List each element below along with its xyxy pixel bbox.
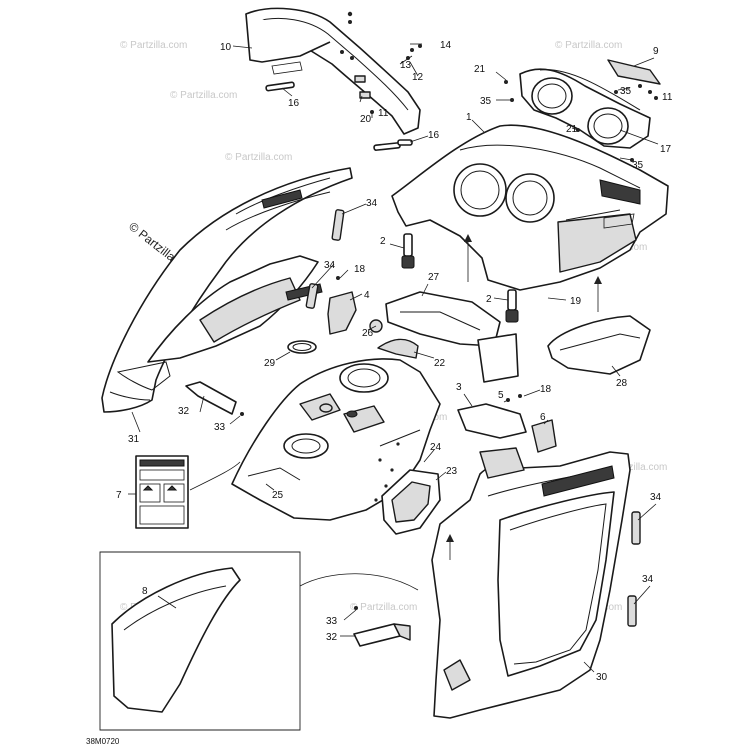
part-34-strip — [331, 209, 345, 241]
part-34-strip — [305, 283, 319, 309]
watermark: © Partzilla.com — [225, 152, 292, 163]
part-34-strip — [631, 511, 641, 545]
callout-20: 20 — [360, 114, 372, 125]
part-34-strip — [627, 595, 637, 627]
fastener-18 — [518, 394, 522, 398]
callout-8: 7 — [116, 490, 122, 501]
callout-3: 3 — [456, 382, 462, 393]
callout-labels: 10 16 11 20 12 13 14 16 9 11 21 35 35 21… — [116, 40, 673, 683]
callout-32: 32 — [326, 632, 338, 643]
callout-14: 13 — [400, 60, 412, 71]
callout-34: 34 — [324, 260, 336, 271]
callout-17: 17 — [660, 144, 672, 155]
callout-33: 33 — [214, 422, 226, 433]
callout-22: 22 — [434, 358, 446, 369]
callout-2: 2 — [380, 236, 386, 247]
callout-35: 35 — [632, 160, 644, 171]
callout-23: 23 — [446, 466, 458, 477]
part-27-box — [385, 291, 519, 383]
part-4-bracket — [327, 291, 357, 335]
callout-27: 27 — [428, 272, 440, 283]
callout-30: 30 — [596, 672, 608, 683]
part-10-pad — [111, 567, 241, 713]
part-22-cover — [377, 338, 419, 359]
watermark: © Partzilla.com — [350, 602, 417, 613]
arrow — [594, 276, 602, 312]
part-25-console-body — [231, 358, 441, 521]
part-23-storage-frame — [381, 469, 441, 535]
part-6-bracket — [531, 419, 557, 453]
callout-15: 14 — [440, 40, 452, 51]
part-11-upper-panel — [245, 7, 421, 135]
connector-line — [299, 573, 419, 591]
callout-4: 4 — [364, 290, 370, 301]
callout-6: 6 — [540, 412, 546, 423]
watermark: © Partzilla.com — [555, 40, 622, 51]
part-2-clip — [401, 233, 415, 269]
fastener-21 — [504, 80, 508, 84]
fastener-35 — [614, 90, 618, 94]
watermark: © Partzilla.com — [120, 40, 187, 51]
callout-18: 18 — [540, 384, 552, 395]
diagram-code: 38M0720 — [86, 737, 120, 746]
part-31-left-side-panel — [101, 167, 353, 413]
part-30-right-side-panel — [431, 447, 631, 719]
callout-19: 19 — [570, 296, 582, 307]
part-3-bracket — [457, 403, 527, 439]
watermark: © Partzilla.com — [600, 462, 667, 473]
part-1-upper-console — [391, 124, 669, 291]
part-2-clip — [505, 289, 519, 323]
callout-33: 33 — [326, 616, 338, 627]
callout-21: 21 — [474, 64, 486, 75]
callout-34: 34 — [366, 198, 378, 209]
callout-1: 1 — [466, 112, 472, 123]
callout-16: 16 — [428, 130, 440, 141]
part-17-gauge-cluster — [519, 68, 651, 149]
callout-35: 35 — [480, 96, 492, 107]
callout-34: 34 — [642, 574, 654, 585]
part-16-strip — [265, 81, 295, 92]
callout-11: 10 — [220, 42, 232, 53]
callout-9: 11 — [662, 92, 673, 103]
part-16-strip — [373, 142, 401, 151]
watermark: © Partzilla.com — [170, 90, 237, 101]
part-7-bracket — [607, 59, 661, 100]
part-29-ring — [287, 340, 317, 354]
callout-21: 21 — [566, 124, 578, 135]
callout-16: 16 — [288, 98, 300, 109]
callout-2: 2 — [486, 294, 492, 305]
callout-13: 12 — [412, 72, 424, 83]
callout-32: 32 — [178, 406, 190, 417]
arrow — [446, 534, 454, 560]
part-28-lid — [547, 315, 651, 375]
leader-lines — [128, 43, 659, 673]
part-8-warning-label — [135, 455, 189, 529]
callout-24: 24 — [430, 442, 442, 453]
callout-26: 26 — [362, 328, 374, 339]
fastener-18 — [336, 276, 340, 280]
callout-31: 31 — [128, 434, 140, 445]
callout-7: 9 — [653, 46, 659, 57]
arrow — [464, 234, 472, 282]
part-32-drain-tube — [185, 381, 244, 416]
inset-frame — [99, 551, 301, 731]
part-16-strip — [397, 139, 413, 146]
callout-34: 34 — [650, 492, 662, 503]
callout-18: 18 — [354, 264, 366, 275]
callout-29: 29 — [264, 358, 276, 369]
callout-25: 25 — [272, 490, 284, 501]
fastener-35 — [510, 98, 514, 102]
fasteners-top — [340, 11, 422, 114]
callout-5: 5 — [498, 390, 504, 401]
callout-12: 11 — [378, 108, 389, 119]
part-32-drain-tube — [353, 606, 411, 647]
callout-10: 8 — [142, 586, 148, 597]
connector-line — [189, 461, 241, 491]
callout-28: 28 — [616, 378, 628, 389]
callout-35: 35 — [620, 86, 632, 97]
